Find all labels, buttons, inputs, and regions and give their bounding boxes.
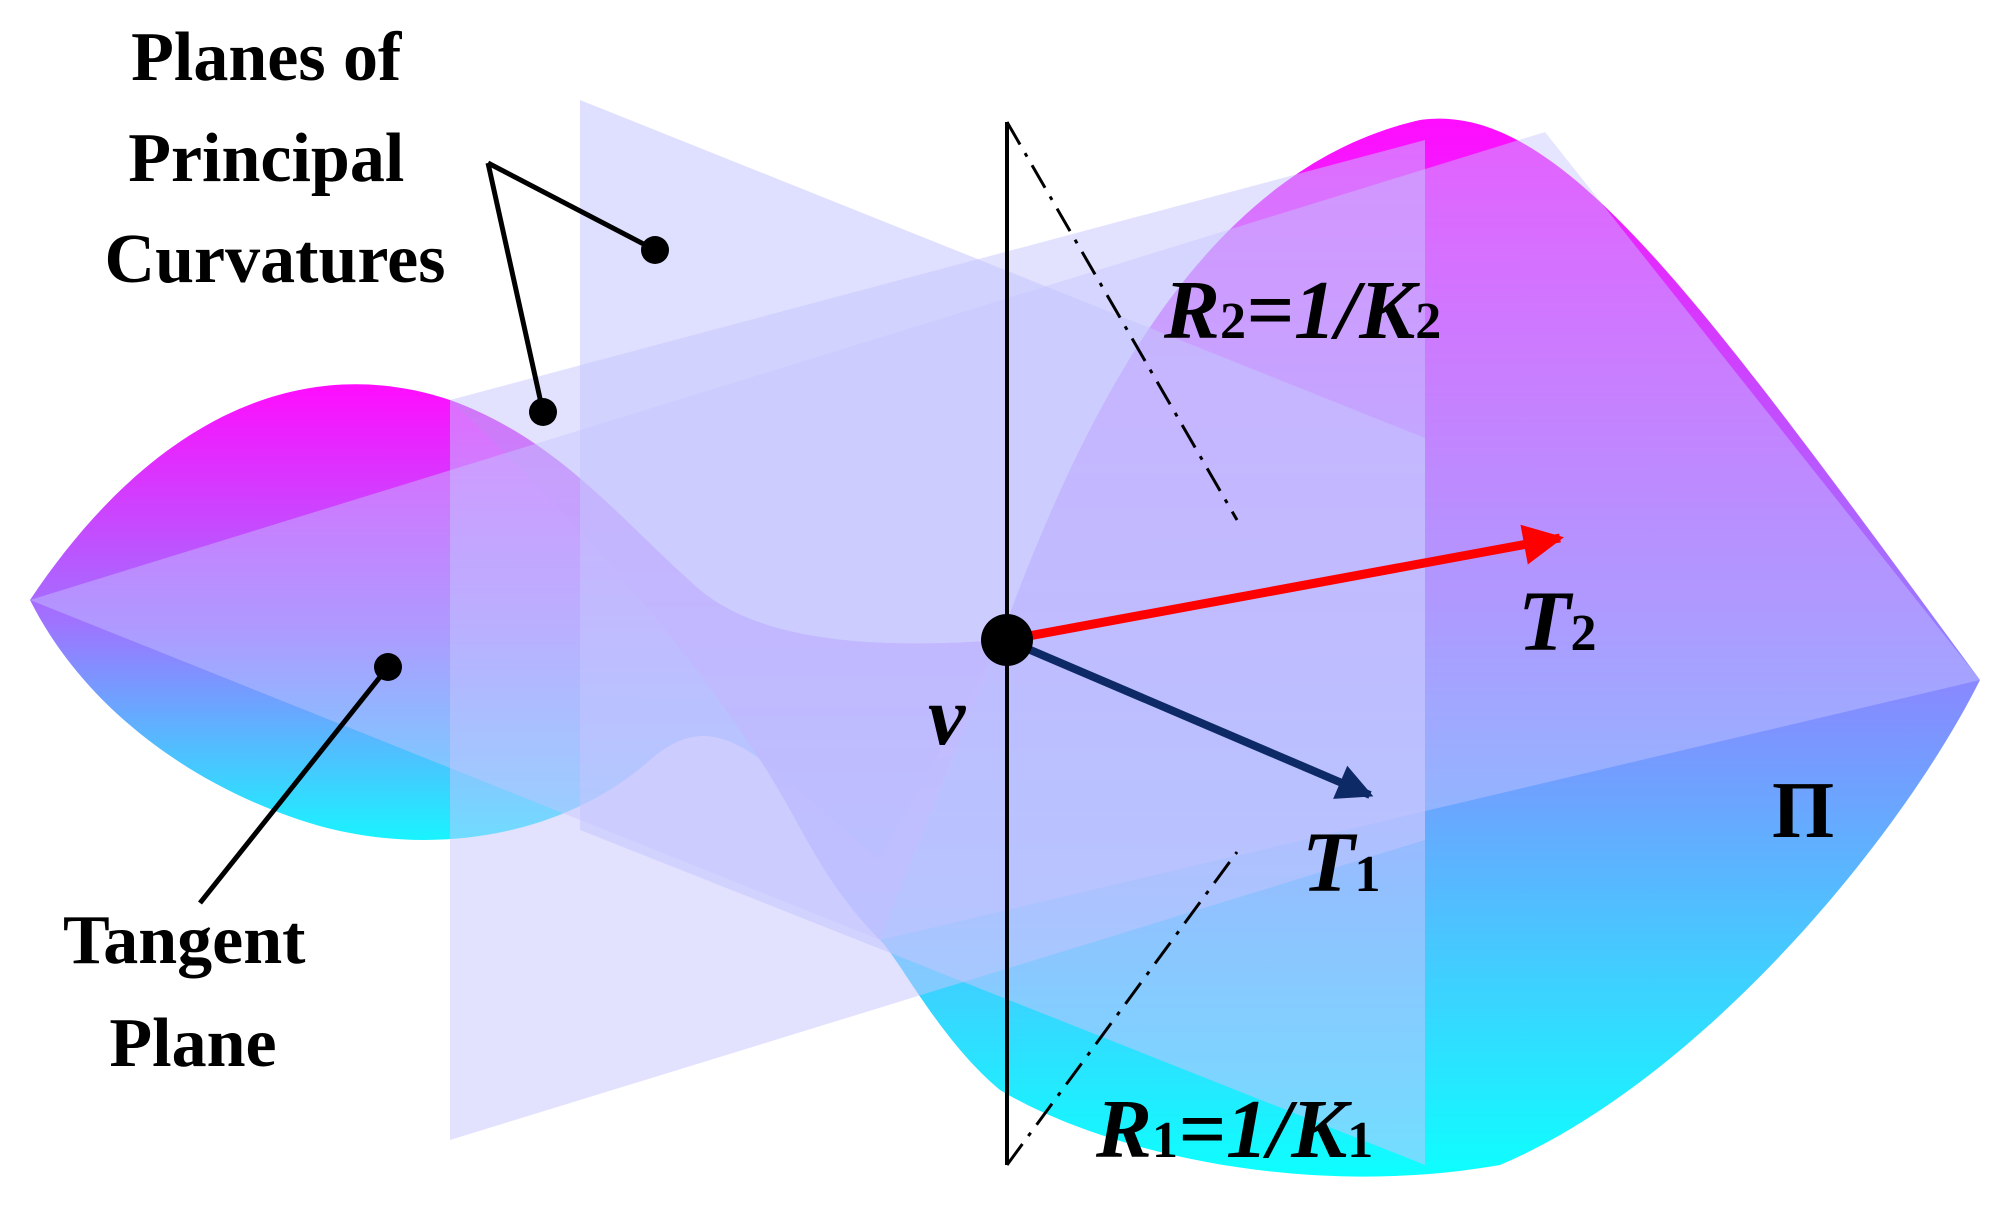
principal-plane-2 bbox=[450, 140, 1425, 1140]
svg-text:Planes of Principal Cu: Planes of Principal Curvatures bbox=[105, 19, 446, 298]
label-planes-line-3: Curvatures bbox=[105, 221, 446, 298]
t1-arrow bbox=[1005, 636, 1374, 799]
radius-line-1 bbox=[1005, 851, 1239, 1166]
tangent-plane-callout bbox=[198, 653, 402, 905]
label-planes-line-2: Principal bbox=[128, 120, 404, 197]
label-v: v bbox=[928, 670, 967, 763]
svg-text:Tangent Plane: Tangent Plane bbox=[63, 902, 323, 1082]
point-v bbox=[981, 614, 1033, 666]
label-t2: T2 bbox=[1518, 573, 1597, 669]
label-r2: R2=1/K2 bbox=[1163, 264, 1441, 357]
t2-arrow bbox=[1006, 524, 1564, 645]
label-pi: Π bbox=[1772, 767, 1834, 855]
label-planes-line-1: Planes of bbox=[131, 19, 402, 96]
label-tangent-line-2: Plane bbox=[109, 1005, 276, 1082]
label-tangent-line-1: Tangent bbox=[63, 902, 306, 979]
label-r1: R1=1/K1 bbox=[1095, 1083, 1373, 1176]
principal-planes-callout bbox=[485, 160, 669, 426]
label-t1: T1 bbox=[1302, 814, 1381, 910]
